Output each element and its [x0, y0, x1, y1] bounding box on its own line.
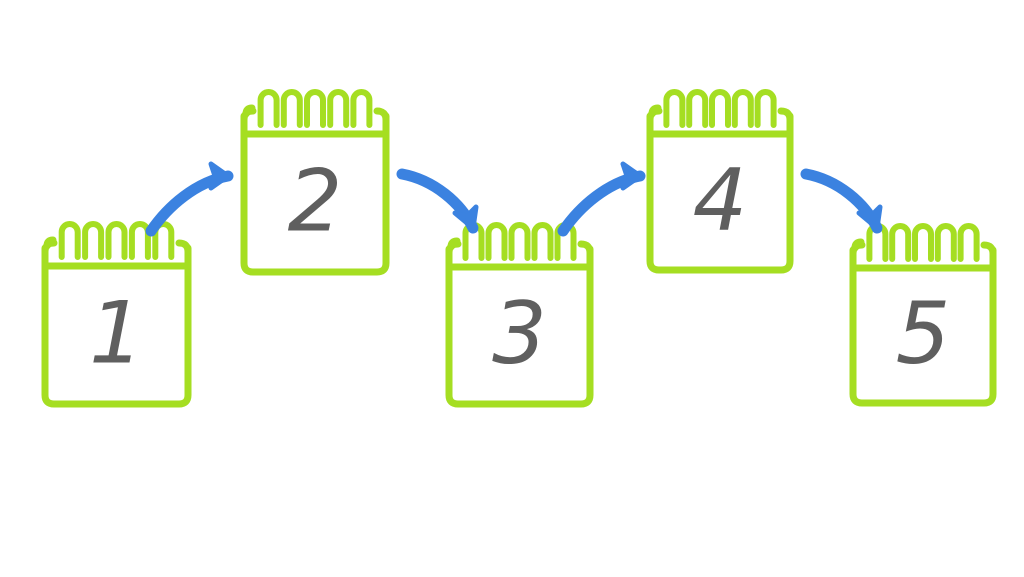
calendar-ring-icon: [257, 89, 280, 128]
flow-arrow: [557, 161, 646, 237]
calendar-corner-left-icon: [445, 240, 462, 257]
arrowhead-icon: [620, 161, 643, 191]
calendar-corner-right-icon: [373, 107, 390, 124]
calendar-corner-left-icon: [41, 239, 58, 256]
calendar-item[interactable]: 4: [646, 89, 794, 274]
calendar-ring-icon: [957, 223, 980, 262]
calendar-ring-icon: [82, 221, 105, 260]
calendar-ring-icon: [508, 222, 531, 261]
calendar-ring-icon: [485, 222, 508, 261]
calendar-item[interactable]: 1: [41, 221, 192, 408]
calendar-corner-right-icon: [577, 240, 594, 257]
calendar-ring-icon: [754, 89, 777, 128]
flow-arrow: [145, 161, 234, 237]
calendar-item[interactable]: 3: [445, 222, 594, 408]
calendar-day-number: 4: [693, 150, 748, 250]
calendar-ring-icon: [686, 89, 709, 128]
arrowhead-icon: [452, 204, 479, 231]
calendar-ring-icon: [663, 89, 686, 128]
calendar-ring-icon: [304, 89, 326, 128]
calendar-ring-icon: [350, 89, 373, 128]
calendar-ring-icon: [280, 89, 303, 128]
calendar-ring-icon: [731, 89, 754, 128]
arrowhead-icon: [208, 161, 231, 191]
calendar-ring-icon: [709, 89, 731, 128]
calendar-ring-icon: [934, 223, 957, 262]
calendar-corner-right-icon: [175, 239, 192, 256]
calendar-item[interactable]: 2: [240, 89, 390, 276]
calendar-day-number: 1: [89, 283, 144, 383]
calendar-corner-right-icon: [980, 241, 997, 258]
calendar-ring-icon: [58, 221, 81, 260]
flow-arrow: [396, 168, 479, 234]
calendar-corner-left-icon: [849, 241, 866, 258]
calendar-ring-icon: [912, 223, 934, 262]
arrowhead-icon: [856, 204, 883, 231]
calendar-corner-left-icon: [646, 107, 663, 124]
calendar-ring-icon: [327, 89, 350, 128]
calendar-ring-icon: [889, 223, 912, 262]
calendar-day-number: 3: [492, 284, 547, 384]
calendar-day-number: 5: [896, 284, 951, 384]
calendar-ring-icon: [531, 222, 554, 261]
calendar-day-number: 2: [288, 151, 343, 251]
flow-arrow: [800, 168, 883, 234]
calendar-item[interactable]: 5: [849, 223, 997, 407]
calendar-corner-right-icon: [777, 107, 794, 124]
calendar-corner-left-icon: [240, 107, 257, 124]
calendar-ring-icon: [105, 221, 128, 260]
